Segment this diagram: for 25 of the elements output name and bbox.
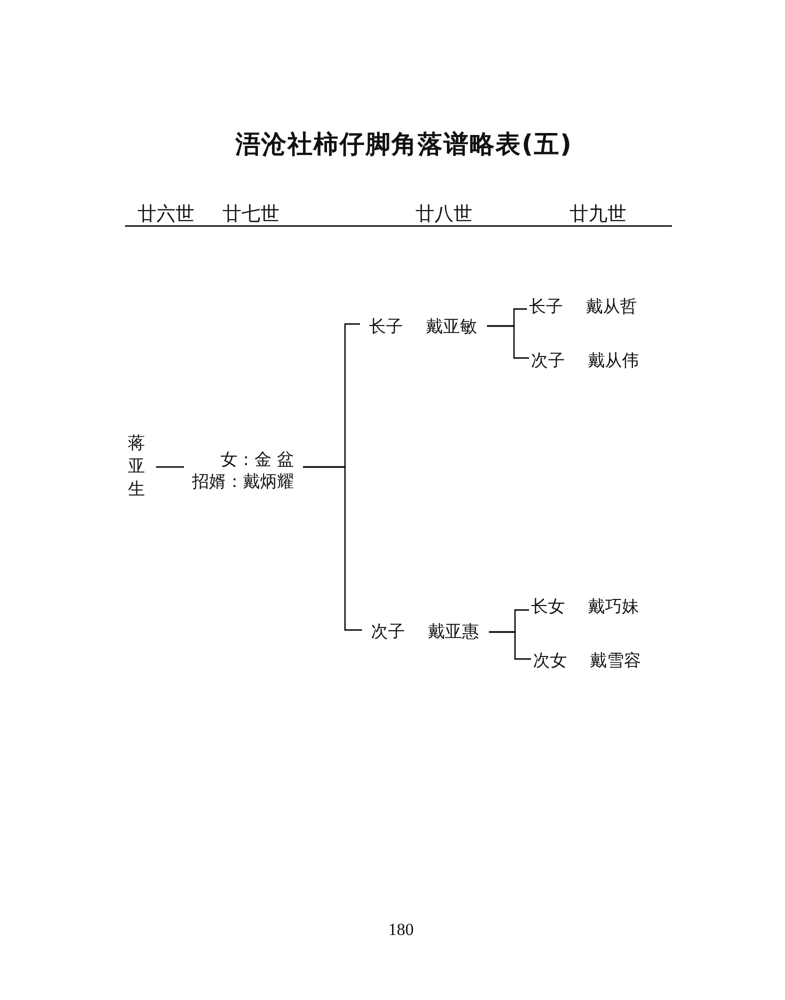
- kinship-term: 长女: [531, 596, 565, 618]
- person-name: 戴从哲: [586, 296, 637, 318]
- generation-label: 廿七世: [222, 204, 280, 226]
- connector-line: [487, 325, 529, 359]
- person-name: 戴巧妹: [588, 596, 639, 618]
- person-name: 戴亚敏: [426, 316, 477, 338]
- daughter-entry: 女：金 盆: [220, 449, 294, 471]
- connector-line: [156, 466, 184, 468]
- generation-label: 廿九世: [570, 204, 626, 226]
- kinship-term: 次子: [531, 350, 565, 372]
- person-name: 戴雪容: [590, 650, 641, 672]
- kinship-term: 长子: [529, 296, 563, 318]
- kinship-term: 次女: [533, 650, 567, 672]
- person-name: 戴亚惠: [428, 622, 479, 642]
- page-number: 180: [388, 920, 414, 940]
- kinship-term: 长子: [369, 316, 403, 338]
- connector-line: [489, 631, 531, 660]
- spouse-entry: 招婿：戴炳耀: [192, 471, 294, 493]
- title: 浯沧社柿仔脚角落谱略表(五): [236, 130, 572, 160]
- kinship-term: 次子: [371, 622, 405, 642]
- person-name: 蒋亚生: [128, 432, 145, 502]
- generation-label: 廿八世: [416, 204, 472, 226]
- generation-label: 廿六世: [138, 204, 194, 226]
- connector-line: [303, 466, 362, 631]
- person-name: 戴从伟: [588, 350, 639, 372]
